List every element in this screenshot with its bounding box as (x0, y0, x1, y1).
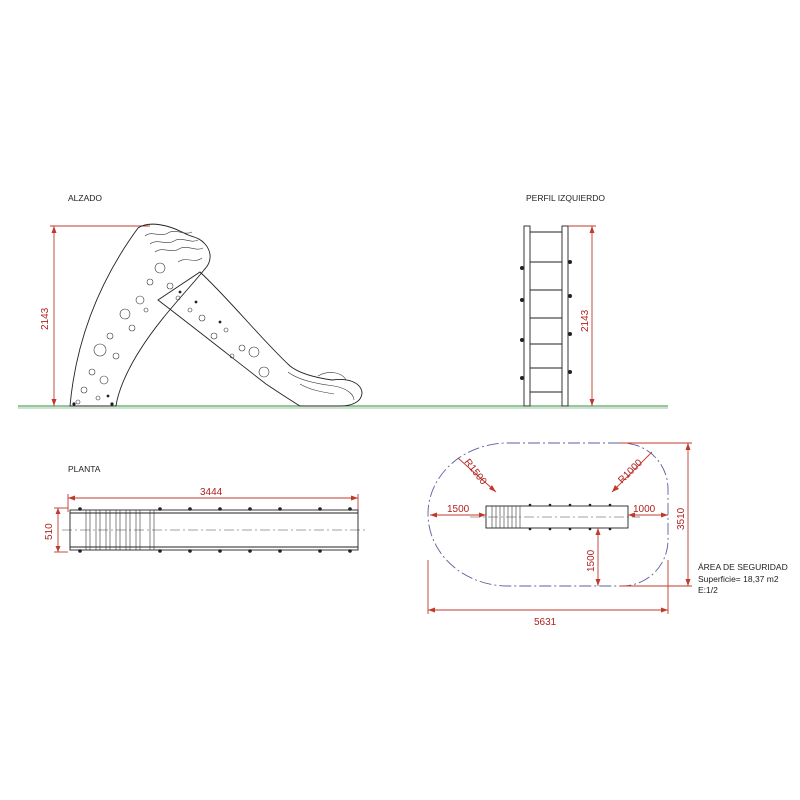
plan-ladder (85, 510, 155, 550)
safety-area-surface: Superficie= 18,37 m2 (698, 574, 779, 584)
plan-edge-bolts (78, 507, 352, 553)
safety-total-width-dimension: 5631 (427, 560, 669, 628)
side-rungs (530, 231, 562, 393)
safety-bottom-label: 1500 (586, 549, 597, 572)
safety-total-height-dimension: 3510 (620, 442, 692, 587)
safety-area-scale: E:1/2 (698, 585, 718, 595)
radius-left-label: R1500 (462, 457, 489, 487)
slide-side-panel (69, 223, 211, 407)
safety-slide-ladder (491, 506, 521, 528)
plan-width-label: 510 (44, 523, 55, 540)
side-height-label: 2143 (580, 309, 591, 332)
elevation-height-dimension: 2143 (40, 225, 150, 406)
safety-area-title: ÁREA DE SEGURIDAD (698, 562, 788, 572)
side-view: PERFIL IZQUIERDO 2143 (520, 193, 605, 407)
safety-area-view: 1500 1000 1500 R1500 R1000 (427, 442, 788, 628)
safety-bottom-dimension: 1500 (586, 528, 601, 586)
radius-right-callout: R1000 (611, 451, 653, 493)
plan-width-dimension: 510 (44, 507, 68, 553)
side-height-dimension: 2143 (568, 225, 596, 406)
side-title: PERFIL IZQUIERDO (526, 193, 605, 203)
plan-title: PLANTA (68, 464, 101, 474)
safety-area-outline (427, 442, 669, 587)
slide-chute (157, 271, 363, 407)
elevation-height-label: 2143 (40, 307, 51, 330)
radius-left-callout: R1500 (457, 457, 497, 493)
side-right-rail (561, 225, 569, 407)
panel-decor-circles (75, 262, 270, 405)
side-bolts (520, 260, 572, 380)
elevation-view: ALZADO 2143 (18, 193, 668, 409)
safety-total-height-label: 3510 (676, 507, 687, 530)
plan-view: PLANTA 3444 510 (44, 464, 366, 553)
plan-length-dimension: 3444 (67, 487, 359, 512)
safety-right-label: 1000 (633, 504, 656, 515)
safety-left-dimension: 1500 (430, 504, 486, 518)
safety-right-dimension: 1000 (628, 504, 668, 518)
safety-left-label: 1500 (447, 504, 470, 515)
panel-bolts (72, 290, 222, 406)
elevation-title: ALZADO (68, 193, 102, 203)
radius-right-label: R1000 (616, 457, 645, 486)
plan-length-label: 3444 (200, 487, 223, 498)
safety-total-width-label: 5631 (534, 617, 557, 628)
side-left-rail (523, 225, 531, 407)
